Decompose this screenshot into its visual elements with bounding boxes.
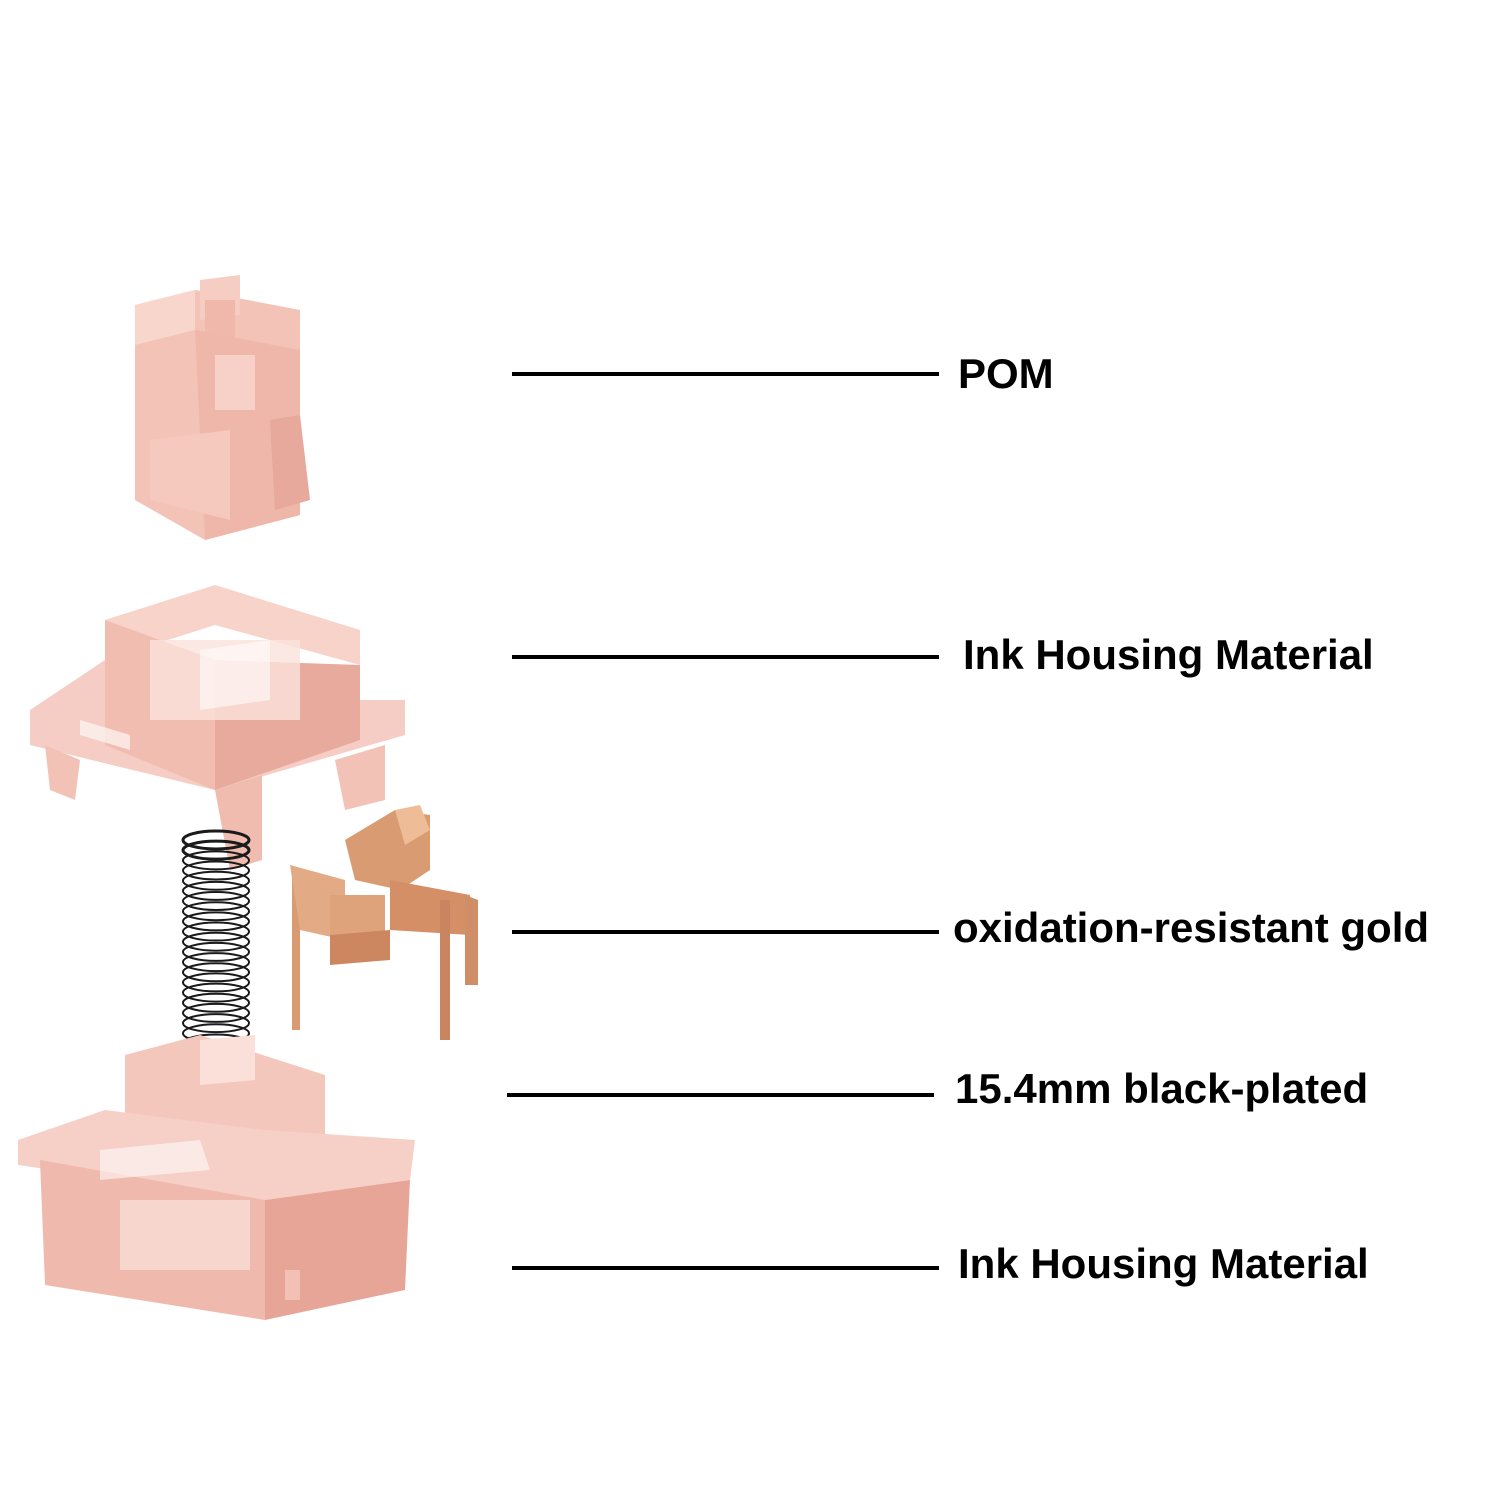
spring-coil: [182, 860, 250, 881]
label-top-housing: Ink Housing Material: [963, 631, 1374, 678]
spring-coil: [182, 972, 250, 993]
spring-coil: [182, 880, 250, 901]
spring-coil: [182, 982, 250, 1003]
label-pom: POM: [958, 350, 1054, 397]
leader-line-bottom-housing: [512, 1266, 939, 1270]
top-housing-part: [30, 585, 405, 870]
spring-coil: [182, 870, 250, 891]
spring-coil: [182, 962, 250, 983]
leader-lines: [507, 372, 939, 1270]
spring-coil: [182, 911, 250, 932]
leader-line-contacts: [512, 930, 939, 934]
leader-line-pom: [512, 372, 939, 376]
label-spring: 15.4mm black-plated: [955, 1065, 1369, 1112]
spring-coil: [181, 829, 251, 851]
label-contacts: oxidation-resistant gold: [953, 904, 1430, 951]
spring-coil: [182, 941, 250, 962]
spring-coil: [182, 1013, 250, 1034]
spring-coil: [182, 901, 250, 922]
spring-coil: [182, 850, 250, 871]
label-bottom-housing: Ink Housing Material: [958, 1240, 1369, 1287]
spring-coil: [182, 931, 250, 952]
spring-coil: [182, 921, 250, 942]
spring-coil: [182, 952, 250, 973]
spring-coil: [182, 891, 250, 912]
leader-line-spring: [507, 1093, 934, 1097]
spring-coil: [182, 992, 250, 1013]
bottom-housing-part: [18, 1035, 415, 1320]
spring-coil: [181, 839, 251, 861]
leader-line-top-housing: [512, 655, 939, 659]
contact-leaves-part: [290, 805, 478, 1040]
spring-coil: [182, 1002, 250, 1023]
stem-part: [135, 275, 310, 540]
